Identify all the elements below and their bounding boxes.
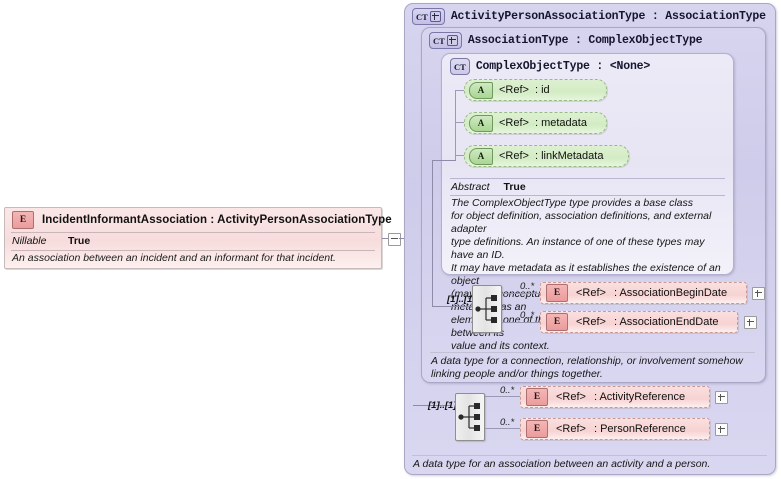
attribute-row[interactable]: A <Ref> : metadata (464, 112, 607, 134)
attribute-name: : linkMetadata (534, 150, 604, 162)
attribute-row[interactable]: A <Ref> : linkMetadata (464, 145, 629, 167)
divider (412, 455, 767, 456)
divider (11, 232, 375, 233)
property-key: Abstract (451, 181, 490, 193)
attribute-connector-line (455, 155, 464, 156)
attribute-connector-trunk (455, 90, 456, 160)
connector-branch (432, 306, 472, 307)
collapse-toggle[interactable] (388, 233, 401, 246)
badge-label: CT (433, 35, 445, 46)
expand-plus-icon[interactable] (429, 11, 441, 22)
divider (11, 250, 375, 251)
element-badge-icon: E (546, 313, 568, 331)
cardinality-label: [1]..[1] (428, 400, 457, 411)
connector-line (502, 293, 540, 294)
connector-line (382, 238, 388, 239)
outer-type-title: ActivityPersonAssociationType : Associat… (450, 10, 766, 23)
occurs-label: 0..* (520, 310, 535, 321)
doc-line: The ComplexObjectType type provides a ba… (451, 197, 694, 209)
connector-branch (432, 160, 433, 306)
connector-branch (413, 405, 451, 406)
divider (450, 178, 725, 179)
occurs-label: 0..* (520, 281, 535, 292)
expand-plus-icon[interactable] (446, 35, 458, 46)
attribute-ref: <Ref> (499, 117, 529, 129)
occurs-label: 0..* (500, 385, 515, 396)
middle-type-annotation: A data type for a connection, relationsh… (431, 355, 743, 380)
element-ref-row[interactable]: E <Ref> : PersonReference (520, 418, 710, 440)
inner-property-abstract: Abstract True (451, 181, 526, 193)
attribute-name: : metadata (534, 117, 587, 129)
element-name: : AssociationBeginDate (613, 287, 728, 299)
middle-type-header: CT AssociationType : ComplexObjectType (429, 32, 703, 49)
complex-type-badge-icon[interactable]: CT (429, 32, 462, 49)
element-definition-box[interactable]: E IncidentInformantAssociation : Activit… (4, 207, 392, 269)
outer-type-header: CT ActivityPersonAssociationType : Assoc… (412, 8, 766, 25)
attribute-row[interactable]: A <Ref> : id (464, 79, 607, 101)
badge-label: CT (454, 61, 466, 72)
doc-line: for object definition, association defin… (451, 210, 712, 235)
element-name: : AssociationEndDate (613, 316, 719, 328)
attribute-ref: <Ref> (499, 84, 529, 96)
attribute-badge-icon: A (469, 81, 493, 99)
property-value: True (68, 235, 91, 247)
attribute-badge-icon: A (469, 147, 493, 165)
element-ref: <Ref> (576, 316, 606, 328)
element-box-title: IncidentInformantAssociation : ActivityP… (42, 214, 392, 226)
attribute-badge-icon: A (469, 114, 493, 132)
expand-toggle[interactable] (752, 287, 765, 300)
element-badge-icon: E (526, 420, 548, 438)
attribute-connector-line (455, 122, 464, 123)
sequence-compositor-icon[interactable] (455, 393, 485, 441)
element-box-documentation: An association between an incident and a… (12, 252, 336, 264)
doc-line: It may have metadata as it establishes t… (451, 262, 721, 287)
element-box-header: E IncidentInformantAssociation : Activit… (5, 208, 392, 232)
element-ref: <Ref> (576, 287, 606, 299)
occurs-label: 0..* (500, 417, 515, 428)
element-ref: <Ref> (556, 423, 586, 435)
divider (430, 352, 755, 353)
complex-type-badge-icon[interactable]: CT (450, 58, 470, 75)
connector-branch (432, 160, 456, 161)
complex-type-badge-icon[interactable]: CT (412, 8, 445, 25)
element-badge-icon: E (12, 211, 34, 229)
inner-type-title: ComplexObjectType : <None> (475, 60, 651, 73)
connector-line (502, 322, 540, 323)
element-ref: <Ref> (556, 391, 586, 403)
property-key: Nillable (12, 235, 47, 247)
element-property-nillable: Nillable True (5, 233, 381, 249)
outer-type-annotation: A data type for an association between a… (413, 458, 711, 470)
property-value: True (503, 181, 526, 193)
cardinality-label: [1]..[1] (447, 294, 476, 305)
attribute-ref: <Ref> (499, 150, 529, 162)
divider (450, 195, 725, 196)
connector-line (485, 396, 520, 397)
element-ref-row[interactable]: E <Ref> : AssociationEndDate (540, 311, 738, 333)
sequence-compositor-icon[interactable] (472, 285, 502, 333)
inner-type-header: CT ComplexObjectType : <None> (450, 58, 650, 75)
expand-toggle[interactable] (744, 316, 757, 329)
attribute-name: : id (534, 84, 550, 96)
attribute-connector-line (455, 90, 464, 91)
element-badge-icon: E (546, 284, 568, 302)
connector-line (485, 428, 520, 429)
expand-toggle[interactable] (715, 391, 728, 404)
doc-line: value and its context. (451, 340, 550, 352)
element-name: : PersonReference (593, 423, 686, 435)
element-badge-icon: E (526, 388, 548, 406)
element-ref-row[interactable]: E <Ref> : AssociationBeginDate (540, 282, 747, 304)
badge-label: CT (416, 11, 428, 22)
element-name: : ActivityReference (593, 391, 686, 403)
expand-toggle[interactable] (715, 423, 728, 436)
element-ref-row[interactable]: E <Ref> : ActivityReference (520, 386, 710, 408)
middle-type-title: AssociationType : ComplexObjectType (467, 34, 703, 47)
doc-line: type definitions. An instance of one of … (451, 236, 705, 261)
